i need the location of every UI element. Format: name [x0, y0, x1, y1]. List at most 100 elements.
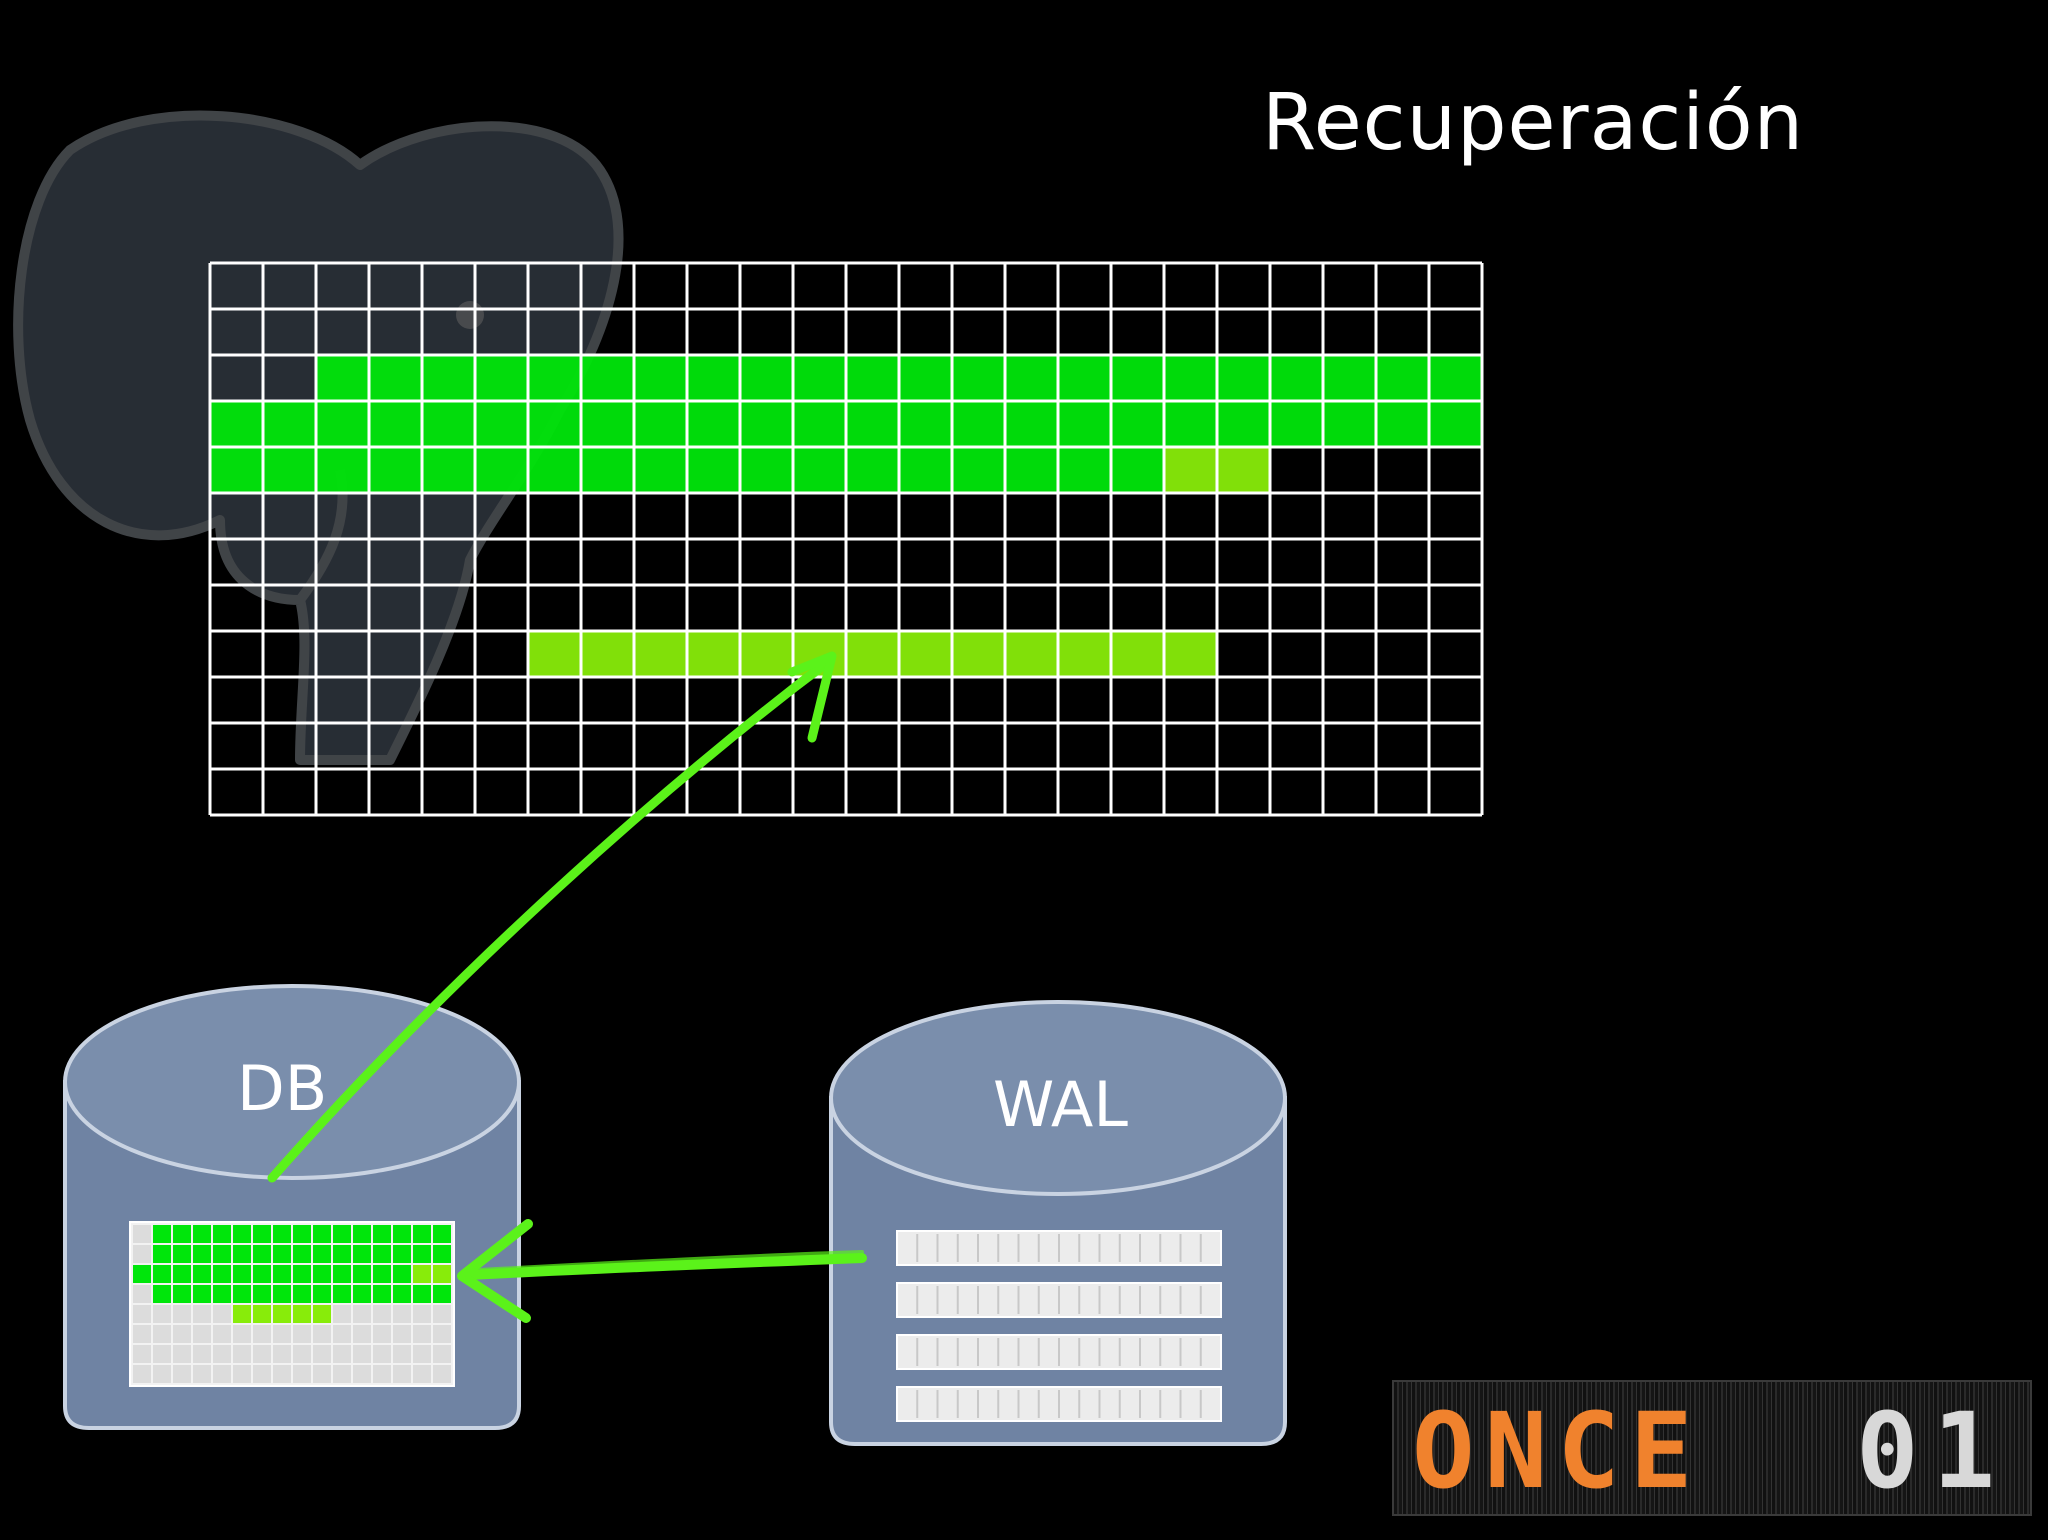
db-page-cell-written [213, 1245, 231, 1263]
grid-cell-written [1164, 355, 1217, 401]
grid-cell-recovered [846, 631, 899, 677]
db-page-cell-written [153, 1245, 171, 1263]
slide-title: Recuperación [1262, 78, 1805, 168]
grid-cell-written [634, 401, 687, 447]
db-page-cell [433, 1345, 451, 1363]
grid-cell-written [1323, 355, 1376, 401]
grid-cell-written [475, 355, 528, 401]
db-page-cell-written [353, 1265, 371, 1283]
grid-cell-written [899, 355, 952, 401]
db-page-cell-written [273, 1225, 291, 1243]
db-page-cell [253, 1325, 271, 1343]
db-page-cell-recovered [233, 1305, 251, 1323]
grid-cell-written [528, 447, 581, 493]
db-page-cell-written [353, 1245, 371, 1263]
db-page-cell [153, 1325, 171, 1343]
db-page-cell [393, 1325, 411, 1343]
db-page-cell-written [333, 1225, 351, 1243]
db-page-cell [393, 1305, 411, 1323]
grid-cell-written [475, 447, 528, 493]
db-page-cell [213, 1365, 231, 1383]
db-page-cell [193, 1325, 211, 1343]
db-page-cell [333, 1365, 351, 1383]
grid-cell-written [422, 401, 475, 447]
db-page-cell-written [373, 1285, 391, 1303]
db-page-cell-written [233, 1285, 251, 1303]
grid-cell-written [793, 447, 846, 493]
db-page-cell-written [173, 1245, 191, 1263]
db-page-cell-written [433, 1245, 451, 1263]
db-page-cell-written [233, 1245, 251, 1263]
grid-cell-recovered [740, 631, 793, 677]
grid-cell-written [952, 401, 1005, 447]
db-page-cell-written [273, 1265, 291, 1283]
db-page-cell [413, 1325, 431, 1343]
db-page-cell-written [333, 1245, 351, 1263]
grid-cell-written [1005, 355, 1058, 401]
grid-cell-written [422, 355, 475, 401]
db-page-cell [193, 1365, 211, 1383]
grid-cell-written [1058, 401, 1111, 447]
db-page-cell-written [213, 1225, 231, 1243]
grid-cell-recovered [952, 631, 1005, 677]
db-page-cell-written [193, 1265, 211, 1283]
grid-cell-written [581, 447, 634, 493]
grid-cell-recovered [634, 631, 687, 677]
db-page-cell-written [213, 1285, 231, 1303]
db-page-cell [153, 1305, 171, 1323]
db-page-cell-written [153, 1225, 171, 1243]
db-page-cell-written [213, 1265, 231, 1283]
db-page-cell-written [273, 1285, 291, 1303]
db-page-cell [393, 1345, 411, 1363]
db-page-cell [133, 1245, 151, 1263]
grid-cell-written [687, 447, 740, 493]
grid-cell-written [952, 355, 1005, 401]
db-to-grid-arrow-head [787, 651, 837, 743]
db-page-cell [433, 1305, 451, 1323]
db-page-cell-written [253, 1265, 271, 1283]
db-page-cell-written [253, 1285, 271, 1303]
grid-cell-written [528, 355, 581, 401]
db-page-cell [353, 1305, 371, 1323]
db-page-cell [373, 1365, 391, 1383]
grid-cell-written [369, 401, 422, 447]
db-page-cell-written [293, 1225, 311, 1243]
db-page-cell-written [433, 1225, 451, 1243]
db-page-cell-written [193, 1285, 211, 1303]
db-page-cell-written [253, 1225, 271, 1243]
db-page-cell [373, 1325, 391, 1343]
db-page-cell-written [373, 1265, 391, 1283]
db-page-cell [333, 1345, 351, 1363]
db-page-cell-recovered [293, 1305, 311, 1323]
db-page-cell-written [333, 1285, 351, 1303]
grid-cell-written [899, 401, 952, 447]
grid-cell-pending [1164, 447, 1217, 493]
db-page-cell [273, 1345, 291, 1363]
db-page-cell-pending [413, 1265, 431, 1283]
grid-cell-written [740, 355, 793, 401]
grid-cell-written [210, 401, 263, 447]
db-page-cell-written [353, 1225, 371, 1243]
grid-cell-written [1270, 355, 1323, 401]
grid-cell-written [316, 401, 369, 447]
db-page-cell-written [393, 1285, 411, 1303]
grid-cell-written [263, 401, 316, 447]
db-page-cell [273, 1365, 291, 1383]
grid-cell-written [263, 447, 316, 493]
db-page-cell-written [413, 1225, 431, 1243]
grid-cell-recovered [1164, 631, 1217, 677]
grid-cell-written [634, 447, 687, 493]
grid-cell-written [1005, 401, 1058, 447]
once01-logo: ONCE 01 [1392, 1380, 2032, 1516]
db-page-cell [413, 1305, 431, 1323]
db-label: DB [237, 1052, 328, 1125]
db-page-cell [293, 1365, 311, 1383]
wal-to-db-arrow-head [457, 1219, 533, 1323]
db-page-cell [133, 1365, 151, 1383]
db-page-cell-written [393, 1245, 411, 1263]
db-page-cell [313, 1365, 331, 1383]
db-page-cell [433, 1325, 451, 1343]
grid-cell-written [634, 355, 687, 401]
db-page-cell [233, 1345, 251, 1363]
